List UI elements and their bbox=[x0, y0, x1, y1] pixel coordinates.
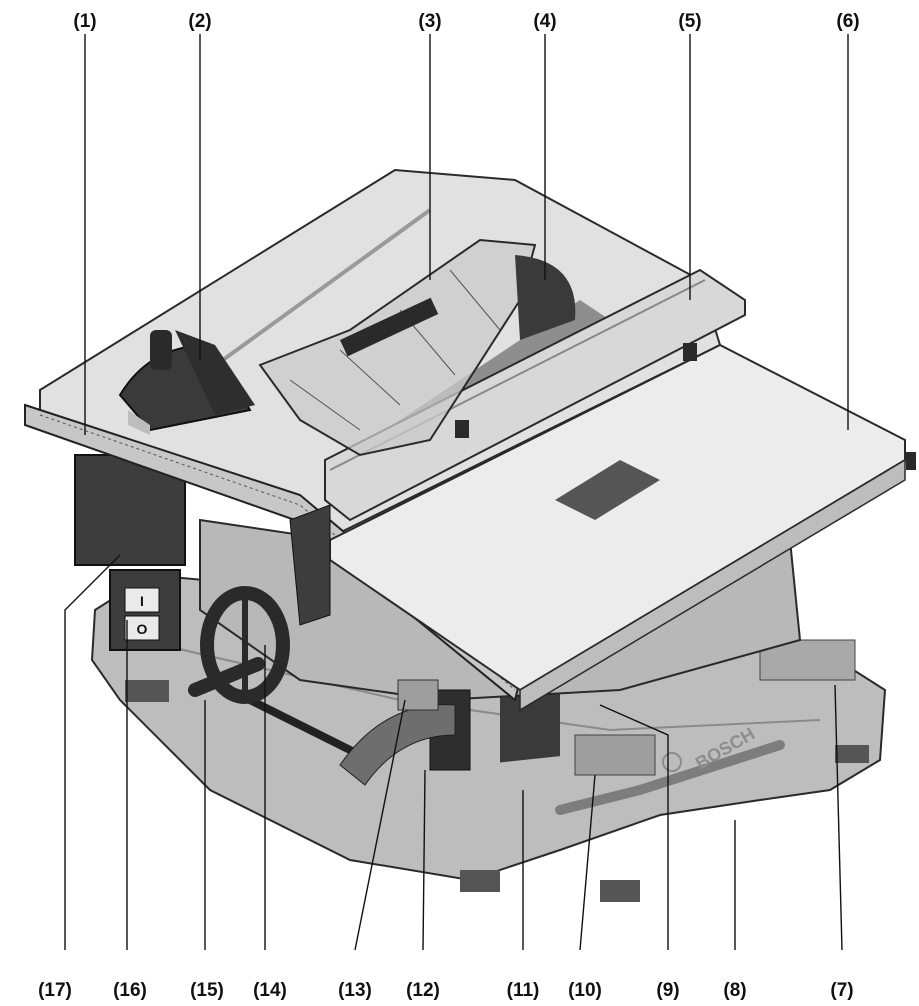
callout-15: (15) bbox=[190, 980, 224, 1001]
handwheel bbox=[200, 586, 290, 704]
callout-4: (4) bbox=[533, 11, 556, 32]
fence-clamp-lever bbox=[289, 504, 331, 626]
callout-16: (16) bbox=[113, 980, 147, 1001]
on-off-switch-box: I O bbox=[74, 454, 186, 651]
handwheel-assembly bbox=[188, 586, 290, 704]
table-extension bbox=[329, 343, 916, 712]
saw-blade bbox=[515, 255, 576, 340]
off-switch bbox=[124, 615, 160, 641]
foot bbox=[460, 870, 500, 892]
on-symbol: I bbox=[140, 593, 144, 609]
front-rail-scale bbox=[24, 403, 522, 702]
bevel-scale-arc bbox=[339, 704, 456, 786]
riving-knife-holder bbox=[500, 686, 560, 763]
callout-13: (13) bbox=[338, 980, 372, 1001]
callout-7: (7) bbox=[830, 980, 853, 1001]
callout-9: (9) bbox=[656, 980, 679, 1001]
off-symbol: O bbox=[137, 621, 148, 637]
extension-clamp bbox=[906, 452, 916, 470]
blade-guard bbox=[258, 238, 576, 457]
push-stick-holder bbox=[574, 734, 656, 776]
brand-emblem bbox=[662, 752, 682, 772]
callout-6: (6) bbox=[836, 11, 859, 32]
callout-labels: (1) (2) (3) (4) (5) (6) (17) (16) (15) (… bbox=[38, 11, 860, 1001]
callout-8: (8) bbox=[723, 980, 746, 1001]
callout-10: (10) bbox=[568, 980, 602, 1001]
callout-3: (3) bbox=[418, 11, 441, 32]
miter-gauge-knob bbox=[150, 330, 172, 370]
bevel-scale bbox=[339, 679, 471, 786]
callout-1: (1) bbox=[73, 11, 96, 32]
callout-2: (2) bbox=[188, 11, 211, 32]
foot bbox=[835, 745, 869, 763]
carry-handle bbox=[555, 740, 785, 815]
fence-lock-knob bbox=[683, 343, 697, 361]
callout-5: (5) bbox=[678, 11, 701, 32]
foot bbox=[125, 680, 169, 702]
fence-lock-knob bbox=[455, 420, 469, 438]
bevel-lock-lever bbox=[188, 657, 265, 697]
guard-handle bbox=[340, 297, 439, 357]
callout-12: (12) bbox=[406, 980, 440, 1001]
callout-14: (14) bbox=[253, 980, 287, 1001]
miter-gauge bbox=[118, 330, 255, 435]
callout-11: (11) bbox=[507, 980, 540, 1001]
foot bbox=[600, 880, 640, 902]
height-adjust-handle bbox=[397, 679, 439, 711]
on-switch bbox=[124, 587, 160, 613]
leader-lines bbox=[64, 34, 849, 951]
callout-17: (17) bbox=[38, 980, 72, 1001]
